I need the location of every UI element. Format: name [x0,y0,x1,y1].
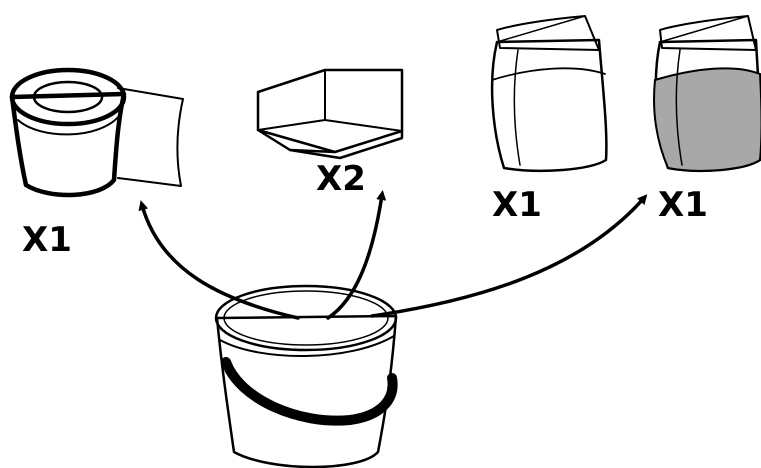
arrow-to-powder-bags [370,194,648,318]
powder-bag-light-quantity: X1 [492,185,542,225]
tape-roll-icon [9,67,184,198]
powder-bag-dark-icon [653,15,761,173]
arrow-to-corner-piece [326,190,387,320]
powder-bag-dark-quantity: X1 [658,185,708,225]
corner-piece-icon [256,68,404,160]
corner-piece-quantity: X2 [316,159,366,199]
arrow-to-tape-roll [138,200,300,320]
bucket-icon [214,284,398,468]
powder-bag-light-icon [490,15,608,173]
tape-roll-quantity: X1 [22,220,72,260]
